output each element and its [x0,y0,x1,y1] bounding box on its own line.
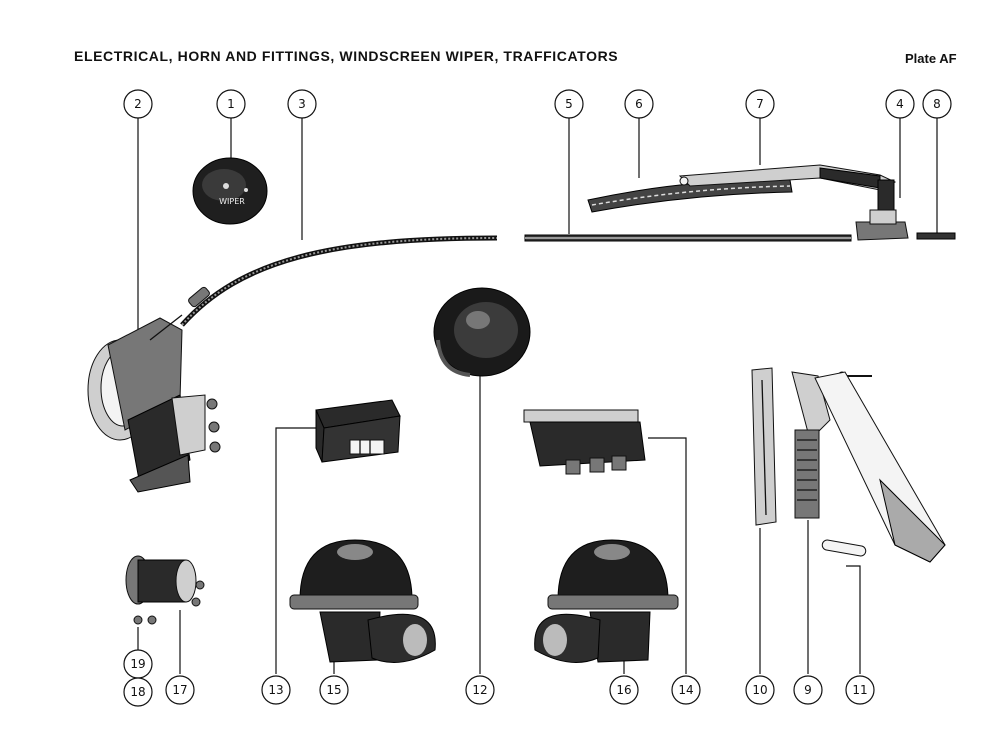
callout-1: 1 [216,89,246,119]
callout-10: 10 [745,675,775,705]
plate-number: Plate AF [905,51,957,66]
svg-text:15: 15 [326,683,341,697]
svg-text:17: 17 [172,683,187,697]
callout-4: 4 [885,89,915,119]
callout-11: 11 [845,675,875,705]
callout-7: 7 [745,89,775,119]
svg-text:1: 1 [227,97,235,111]
horn-15 [289,539,436,663]
svg-text:11: 11 [852,683,867,697]
trafficator-bulb [821,539,867,557]
trafficator-bracket [751,367,777,526]
svg-text:9: 9 [804,683,812,697]
svg-text:4: 4 [896,97,904,111]
drive-cable [180,235,498,327]
callout-8: 8 [922,89,952,119]
svg-text:13: 13 [268,683,283,697]
solenoid [125,555,205,625]
wiper-blade [587,179,793,213]
svg-text:19: 19 [130,657,145,671]
callout-18: 18 [123,677,153,707]
svg-text:18: 18 [130,685,145,699]
wiper-spindle [855,179,909,241]
callout-17: 17 [165,675,195,705]
svg-text:3: 3 [298,97,306,111]
svg-text:6: 6 [635,97,643,111]
svg-text:12: 12 [472,683,487,697]
svg-text:14: 14 [678,683,693,697]
callout-16: 16 [609,675,639,705]
wiper-switch-knob: WIPER [192,157,268,225]
svg-text:16: 16 [616,683,631,697]
callout-19: 19 [123,649,153,679]
svg-text:8: 8 [933,97,941,111]
horn-push [433,287,531,377]
trafficator-arm [814,371,946,563]
callout-13: 13 [261,675,291,705]
svg-text:7: 7 [756,97,764,111]
wiper-motor [87,314,221,493]
svg-text:5: 5 [565,97,573,111]
callout-2: 2 [123,89,153,119]
callout-5: 5 [554,89,584,119]
callout-14: 14 [671,675,701,705]
callout-6: 6 [624,89,654,119]
svg-text:10: 10 [752,683,767,697]
wiper-knob-label: WIPER [219,197,245,206]
svg-text:2: 2 [134,97,142,111]
horn-16 [534,539,679,663]
callout-12: 12 [465,675,495,705]
callout-9: 9 [793,675,823,705]
callout-15: 15 [319,675,349,705]
callout-3: 3 [287,89,317,119]
plate-title: ELECTRICAL, HORN AND FITTINGS, WINDSCREE… [74,48,619,64]
wiper-rod [524,234,852,242]
control-box-14 [523,409,646,475]
relay-13 [315,399,401,463]
short-rod [916,232,956,240]
